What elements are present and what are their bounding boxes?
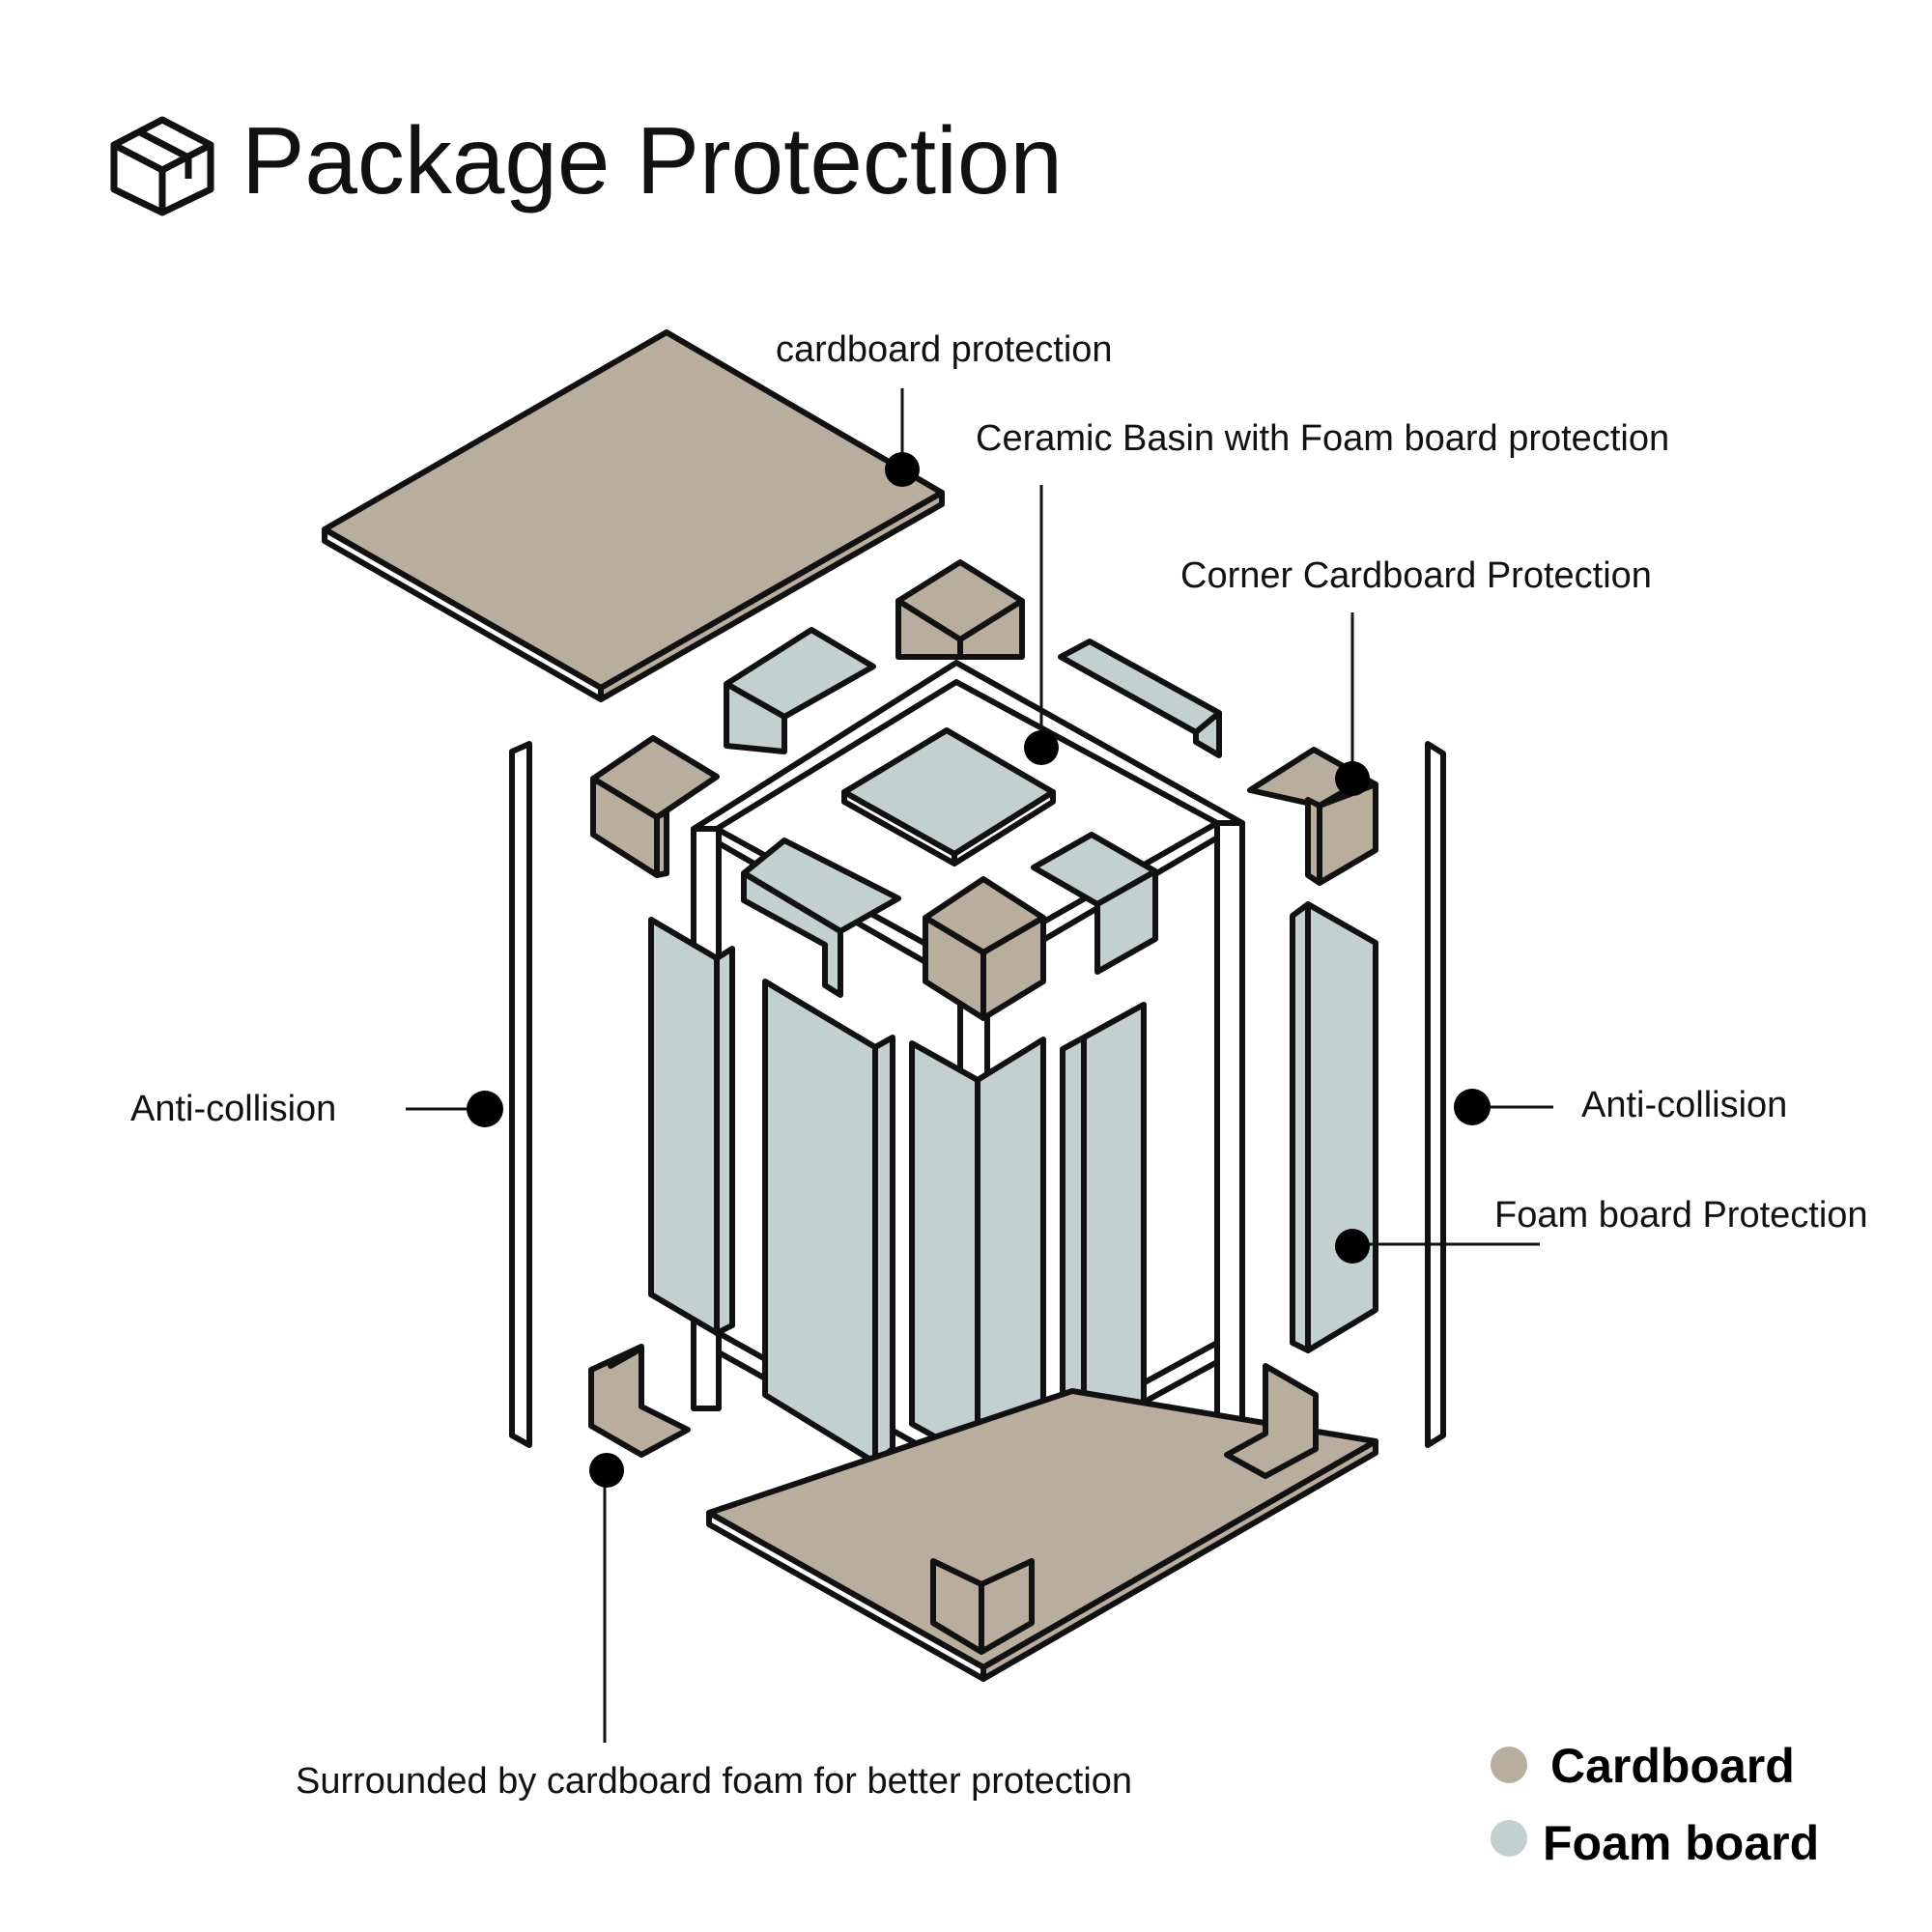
- label-corner-cardboard: Corner Cardboard Protection: [1180, 555, 1652, 596]
- corner-cardboard-front: [923, 876, 1046, 1021]
- foam-panel-left-back: [648, 917, 735, 1336]
- top-cardboard-sheet: [322, 329, 945, 702]
- label-foam-board-protection: Foam board Protection: [1494, 1195, 1868, 1236]
- corner-cardboard-bottom-right: [1224, 1363, 1319, 1479]
- foam-panel-front-left: [762, 979, 895, 1465]
- callout-bottom-caption: [589, 1453, 624, 1743]
- corner-cardboard-bottom-left: [588, 1344, 691, 1458]
- callout-corner-cardboard: [1335, 612, 1370, 796]
- anti-collision-strip-right: [1425, 741, 1446, 1448]
- foam-panel-right: [1290, 901, 1378, 1353]
- callout-anti-collision-right: [1454, 1089, 1553, 1125]
- bottom-cardboard-base: [706, 1388, 1378, 1682]
- package-box-icon: [110, 116, 214, 216]
- callout-foam-board: [1335, 1229, 1540, 1264]
- label-anti-collision-right: Anti-collision: [1581, 1085, 1787, 1125]
- corner-cardboard-top-center: [895, 559, 1025, 660]
- callout-ceramic-basin: [1024, 485, 1059, 765]
- legend: Cardboard Foam board: [1491, 1739, 1819, 1870]
- callout-anti-collision-left: [406, 1091, 503, 1127]
- corner-cardboard-bottom-front: [930, 1558, 1035, 1655]
- legend-item-cardboard: Cardboard: [1491, 1739, 1795, 1793]
- label-ceramic-basin: Ceramic Basin with Foam board protection: [976, 418, 1669, 459]
- label-anti-collision-left: Anti-collision: [130, 1089, 336, 1129]
- legend-item-foam-board: Foam board: [1491, 1816, 1819, 1870]
- legend-label-cardboard: Cardboard: [1550, 1739, 1795, 1793]
- foam-cap-front-right: [1031, 832, 1158, 975]
- corner-cardboard-top-left: [590, 735, 720, 878]
- legend-swatch-cardboard: [1491, 1747, 1527, 1783]
- legend-swatch-foam-board: [1491, 1820, 1527, 1857]
- ceramic-basin-foam-top: [841, 727, 1056, 867]
- foam-cap-top-right: [1058, 639, 1222, 758]
- label-bottom-caption: Surrounded by cardboard foam for better …: [296, 1761, 1132, 1802]
- foam-cap-top-left: [724, 627, 876, 754]
- anti-collision-strip-left: [509, 741, 532, 1448]
- page-title: Package Protection: [242, 107, 1063, 213]
- callout-top-cardboard: [885, 388, 920, 487]
- label-cardboard-protection: cardboard protection: [776, 329, 1113, 370]
- foam-panel-front-corner: [909, 1037, 1046, 1463]
- foam-cap-front-left: [741, 838, 901, 998]
- legend-label-foam-board: Foam board: [1543, 1816, 1819, 1870]
